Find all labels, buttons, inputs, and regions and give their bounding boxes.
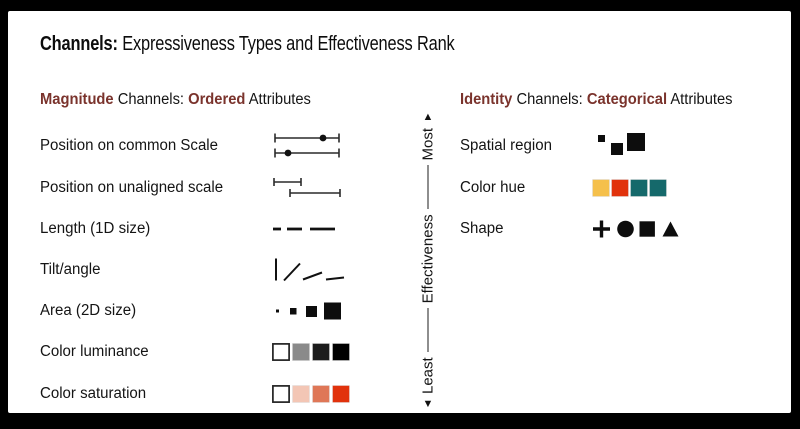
luminance-swatches-icon xyxy=(272,343,350,361)
row-label: Color luminance xyxy=(40,343,149,360)
identity-header: Identity Channels: Categorical Attribute… xyxy=(460,91,733,109)
position-unaligned-scale-icon xyxy=(272,176,342,200)
saturation-swatch-3 xyxy=(332,385,350,403)
row-color-saturation: Color saturation xyxy=(40,376,400,412)
length-1d-icon xyxy=(272,225,338,233)
arrow-up-icon: ▲ xyxy=(422,111,434,123)
identity-term: Identity xyxy=(460,91,513,108)
luminance-swatch-3 xyxy=(332,343,350,361)
identity-mid: Channels: xyxy=(512,91,587,108)
square-glyph xyxy=(639,221,655,237)
title-rest: Expressiveness Types and Effectiveness R… xyxy=(117,33,455,55)
magnitude-tail: Attributes xyxy=(245,91,311,108)
ordered-term: Ordered xyxy=(188,91,246,108)
row-label: Area (2D size) xyxy=(40,302,137,319)
triangle-glyph xyxy=(662,221,679,237)
hue-swatch-3 xyxy=(649,179,667,197)
shape-glyphs-icon xyxy=(592,218,680,240)
page-title: Channels: Expressiveness Types and Effec… xyxy=(40,33,455,56)
luminance-swatch-1 xyxy=(292,343,310,361)
row-color-luminance: Color luminance xyxy=(40,334,400,370)
magnitude-term: Magnitude xyxy=(40,91,114,108)
axis-most-label: Most xyxy=(419,127,437,161)
hue-swatch-1 xyxy=(611,179,629,197)
row-label: Shape xyxy=(460,220,504,237)
area-2d-icon xyxy=(272,302,344,321)
magnitude-header: Magnitude Channels: Ordered Attributes xyxy=(40,91,311,109)
effectiveness-axis-strip: Least Effectiveness Most xyxy=(420,128,437,394)
tilt-angle-icon xyxy=(272,257,346,284)
axis-line-upper xyxy=(427,165,429,210)
plus-glyph xyxy=(593,220,610,238)
hue-swatch-2 xyxy=(630,179,648,197)
saturation-swatch-0 xyxy=(272,385,290,403)
circle-glyph xyxy=(617,220,634,238)
row-length-1d: Length (1D size) xyxy=(40,211,400,247)
diagram-panel xyxy=(8,11,791,413)
magnitude-mid: Channels: xyxy=(113,91,189,108)
luminance-swatch-0 xyxy=(272,343,290,361)
arrow-down-icon: ▼ xyxy=(422,398,434,410)
row-label: Spatial region xyxy=(460,137,552,154)
saturation-swatches-icon xyxy=(272,385,350,403)
row-tilt-angle: Tilt/angle xyxy=(40,252,400,288)
row-label: Color saturation xyxy=(40,385,147,402)
row-area-2d: Area (2D size) xyxy=(40,293,400,329)
hue-swatch-0 xyxy=(592,179,610,197)
row-label: Length (1D size) xyxy=(40,220,151,237)
row-label: Color hue xyxy=(460,179,526,196)
saturation-swatch-1 xyxy=(292,385,310,403)
luminance-swatch-2 xyxy=(312,343,330,361)
row-color-hue: Color hue xyxy=(460,170,760,206)
spatial-region-icon xyxy=(592,128,680,164)
row-shape: Shape xyxy=(460,211,760,247)
identity-tail: Attributes xyxy=(667,91,733,108)
row-position-common-scale: Position on common Scale xyxy=(40,128,400,164)
hue-swatches-icon xyxy=(592,179,668,197)
row-label: Position on common Scale xyxy=(40,137,219,154)
row-spatial-region: Spatial region xyxy=(460,128,760,164)
axis-line-lower xyxy=(427,308,429,353)
effectiveness-axis: ▲ Least Effectiveness Most ▼ xyxy=(409,112,447,410)
position-common-scale-icon xyxy=(272,131,342,161)
row-label: Tilt/angle xyxy=(40,261,101,278)
axis-title: Effectiveness xyxy=(419,214,437,304)
axis-least-label: Least xyxy=(419,357,437,394)
title-lead: Channels: xyxy=(40,33,118,55)
row-position-unaligned-scale: Position on unaligned scale xyxy=(40,170,400,206)
saturation-swatch-2 xyxy=(312,385,330,403)
row-label: Position on unaligned scale xyxy=(40,179,224,196)
categorical-term: Categorical xyxy=(586,91,668,108)
